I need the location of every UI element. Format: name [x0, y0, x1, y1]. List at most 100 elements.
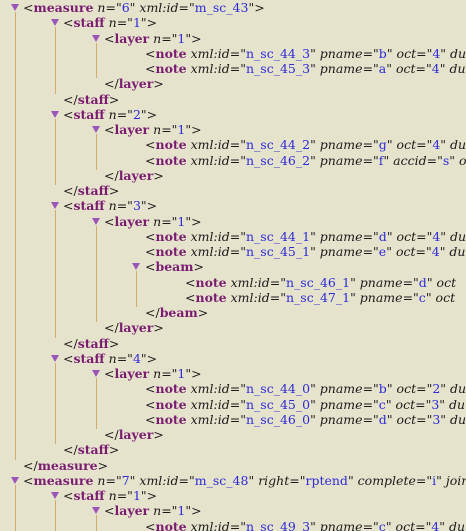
element-row[interactable]: <staff n="1">	[0, 15, 466, 30]
attribute-name: du	[449, 518, 466, 531]
attribute-name: xml:id	[139, 472, 179, 488]
tag-text: <note xml:id="n_sc_46_2" pname="f" accid…	[145, 153, 466, 168]
tag-text: <staff n="2">	[63, 106, 158, 122]
attribute-name: n	[108, 350, 117, 366]
attribute-value: 4	[432, 137, 441, 153]
element-row[interactable]: <beam>	[0, 259, 466, 274]
attribute-name: du	[450, 228, 466, 244]
attribute-value: n_sc_47_1	[285, 289, 351, 305]
attribute-name: pname	[359, 289, 403, 305]
element-name: note	[155, 61, 187, 76]
attribute-name: pname	[319, 518, 363, 531]
attribute-name: oct	[395, 61, 416, 76]
closing-tag-row: </layer>	[0, 76, 466, 91]
attribute-value: 6	[121, 0, 130, 15]
attribute-value: 4	[431, 518, 440, 531]
element-row: <note xml:id="n_sc_44_3" pname="b" oct="…	[0, 46, 466, 61]
collapse-toggle-icon[interactable]	[51, 354, 59, 362]
attribute-name: du	[450, 411, 466, 427]
attribute-name: n	[97, 472, 106, 488]
element-row[interactable]: <staff n="4">	[0, 351, 466, 366]
attribute-name: xml:id	[230, 274, 270, 290]
attribute-name: xml:id	[190, 411, 230, 427]
attribute-name: oct	[436, 274, 457, 290]
collapse-toggle-icon[interactable]	[92, 34, 100, 42]
element-row[interactable]: <staff n="2">	[0, 107, 466, 122]
attribute-value: n_sc_45_0	[245, 396, 311, 412]
attribute-value: 2	[132, 106, 141, 122]
element-name: layer	[118, 427, 154, 442]
element-name: note	[155, 381, 187, 397]
tag-text: <layer n="1">	[104, 366, 202, 381]
tree-guide-line	[55, 500, 56, 531]
collapse-toggle-icon[interactable]	[11, 476, 19, 484]
element-row[interactable]: <layer n="1">	[0, 122, 466, 137]
collapse-toggle-icon[interactable]	[51, 202, 59, 210]
tag-text: <note xml:id="n_sc_44_2" pname="g" oct="…	[145, 137, 466, 153]
collapse-toggle-icon[interactable]	[11, 4, 19, 11]
tree-guide-line	[96, 225, 97, 323]
element-name: staff	[73, 488, 105, 503]
attribute-value: 1	[132, 15, 141, 31]
element-name: note	[155, 518, 187, 531]
attribute-name: n	[153, 122, 162, 137]
element-name: measure	[37, 457, 98, 473]
element-name: note	[155, 244, 187, 259]
collapse-toggle-icon[interactable]	[92, 507, 100, 515]
tag-text: </layer>	[104, 427, 164, 442]
attribute-name: du	[449, 396, 466, 412]
collapse-toggle-icon[interactable]	[51, 110, 59, 118]
attribute-name: oct	[396, 45, 417, 61]
element-name: note	[155, 137, 187, 153]
attribute-name: xml:id	[190, 381, 230, 397]
closing-tag-row: </measure>	[0, 458, 466, 473]
element-row[interactable]: <measure n="6" xml:id="m_sc_43">	[0, 0, 466, 15]
attribute-value: n_sc_46_2	[245, 152, 311, 168]
attribute-name: oct	[396, 137, 417, 153]
collapse-toggle-icon[interactable]	[92, 126, 100, 133]
element-row[interactable]: <staff n="1">	[0, 488, 466, 503]
attribute-name: du	[450, 45, 466, 61]
attribute-value: 7	[121, 472, 130, 488]
tag-text: </staff>	[63, 335, 120, 351]
collapse-toggle-icon[interactable]	[92, 370, 100, 377]
element-row: <note xml:id="n_sc_46_0" pname="d" oct="…	[0, 412, 466, 427]
element-row[interactable]: <layer n="1">	[0, 366, 466, 381]
collapse-toggle-icon[interactable]	[132, 263, 140, 271]
closing-tag-row: </layer>	[0, 168, 466, 183]
element-name: note	[155, 228, 187, 244]
collapse-toggle-icon[interactable]	[92, 217, 100, 225]
tree-guide-line	[55, 27, 56, 94]
tag-text: </beam>	[145, 305, 209, 320]
element-name: measure	[33, 0, 94, 15]
element-row[interactable]: <measure n="7" xml:id="m_sc_48" right="r…	[0, 473, 466, 488]
attribute-name: right	[258, 472, 290, 488]
element-row: <note xml:id="n_sc_49_3" pname="c" oct="…	[0, 519, 466, 531]
element-row[interactable]: <layer n="1">	[0, 503, 466, 518]
attribute-value: d	[378, 411, 387, 427]
closing-tag-row: </staff>	[0, 336, 466, 351]
attribute-name: xml:id	[190, 518, 230, 531]
element-row[interactable]: <layer n="1">	[0, 31, 466, 46]
attribute-value: e	[378, 244, 387, 259]
element-name: staff	[73, 106, 105, 122]
attribute-name: pname	[319, 45, 363, 61]
tag-text: <note xml:id="n_sc_49_3" pname="c" oct="…	[145, 519, 465, 531]
attribute-name: n	[153, 366, 162, 381]
collapse-toggle-icon[interactable]	[51, 19, 59, 27]
element-row[interactable]: <staff n="3">	[0, 198, 466, 213]
closing-tag-row: </staff>	[0, 183, 466, 198]
attribute-name: du	[450, 381, 466, 397]
attribute-value: 3	[431, 396, 440, 412]
tree-guide-line	[136, 271, 137, 307]
tag-text: <note xml:id="n_sc_47_1" pname="c" oct	[185, 289, 456, 305]
tree-guide-line	[96, 515, 97, 531]
tree-guide-line	[15, 484, 16, 531]
attribute-name: oct	[396, 381, 417, 397]
collapse-toggle-icon[interactable]	[51, 492, 59, 499]
tree-guide-line	[15, 12, 16, 460]
tree-guide-line	[55, 210, 56, 338]
element-name: staff	[73, 15, 105, 31]
element-row[interactable]: <layer n="1">	[0, 214, 466, 229]
tag-text: <staff n="1">	[63, 15, 158, 31]
